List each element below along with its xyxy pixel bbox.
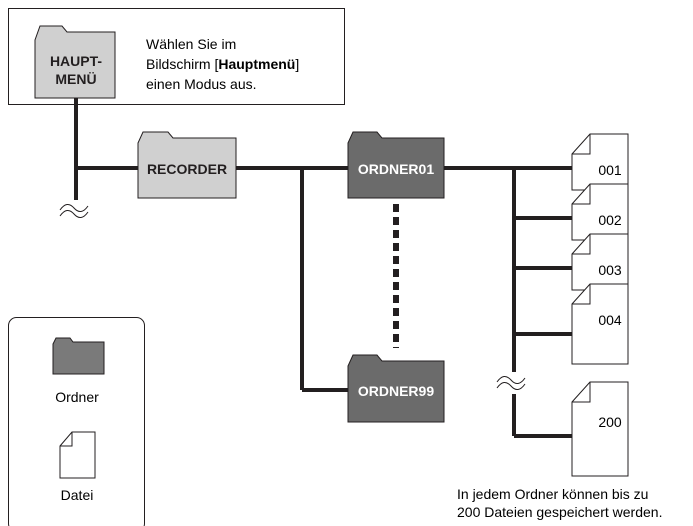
file-200-label: 200 <box>598 414 622 430</box>
main-menu-folder-icon <box>34 25 116 99</box>
legend-file-icon <box>59 431 96 479</box>
file-002-label: 002 <box>598 212 622 228</box>
legend-box <box>8 317 145 526</box>
file-200-icon <box>571 381 629 477</box>
file-002-icon <box>571 183 629 241</box>
note-line2: 200 Dateien gespeichert werden. <box>457 504 662 520</box>
file-002-fold <box>572 184 591 205</box>
folder-01-label: ORDNER01 <box>358 161 434 177</box>
file-003-icon <box>571 233 629 291</box>
legend-folder-label: Ordner <box>55 389 99 405</box>
desc-line2-prefix: Bildschirm [ <box>146 56 218 72</box>
legend-file-fold <box>60 432 73 447</box>
file-003-fold <box>572 234 591 255</box>
file-001-label: 001 <box>598 162 622 178</box>
file-004-label: 004 <box>598 312 622 328</box>
note-line1: In jedem Ordner können bis zu <box>457 486 648 502</box>
main-menu-folder-label-line1: HAUPT- <box>50 53 102 69</box>
file-001-fold <box>572 134 591 155</box>
main-menu-desc-line1: Wählen Sie im <box>146 36 236 52</box>
main-menu-desc-line2: Bildschirm [Hauptmenü] <box>146 56 299 72</box>
file-003-label: 003 <box>598 262 622 278</box>
file-001-icon <box>571 133 629 191</box>
break-symbol-files <box>496 376 526 390</box>
file-stack <box>571 133 629 477</box>
file-200-fold <box>572 382 591 403</box>
main-menu-desc-line3: einen Modus aus. <box>146 76 257 92</box>
folder-99-label: ORDNER99 <box>358 383 434 399</box>
file-004-fold <box>572 284 591 305</box>
desc-line2-bold: Hauptmenü <box>218 56 295 72</box>
folder-99-icon <box>347 354 445 423</box>
legend-folder-icon <box>52 337 105 375</box>
break-symbol-main <box>59 204 89 218</box>
main-menu-folder-label-line2: MENÜ <box>55 71 96 87</box>
desc-line2-suffix: ] <box>295 56 299 72</box>
folder-01-icon <box>347 131 445 199</box>
legend-file-label: Datei <box>61 487 94 503</box>
recorder-folder-icon <box>137 131 237 199</box>
recorder-folder-label: RECORDER <box>147 161 227 177</box>
connector-lines <box>74 98 572 438</box>
